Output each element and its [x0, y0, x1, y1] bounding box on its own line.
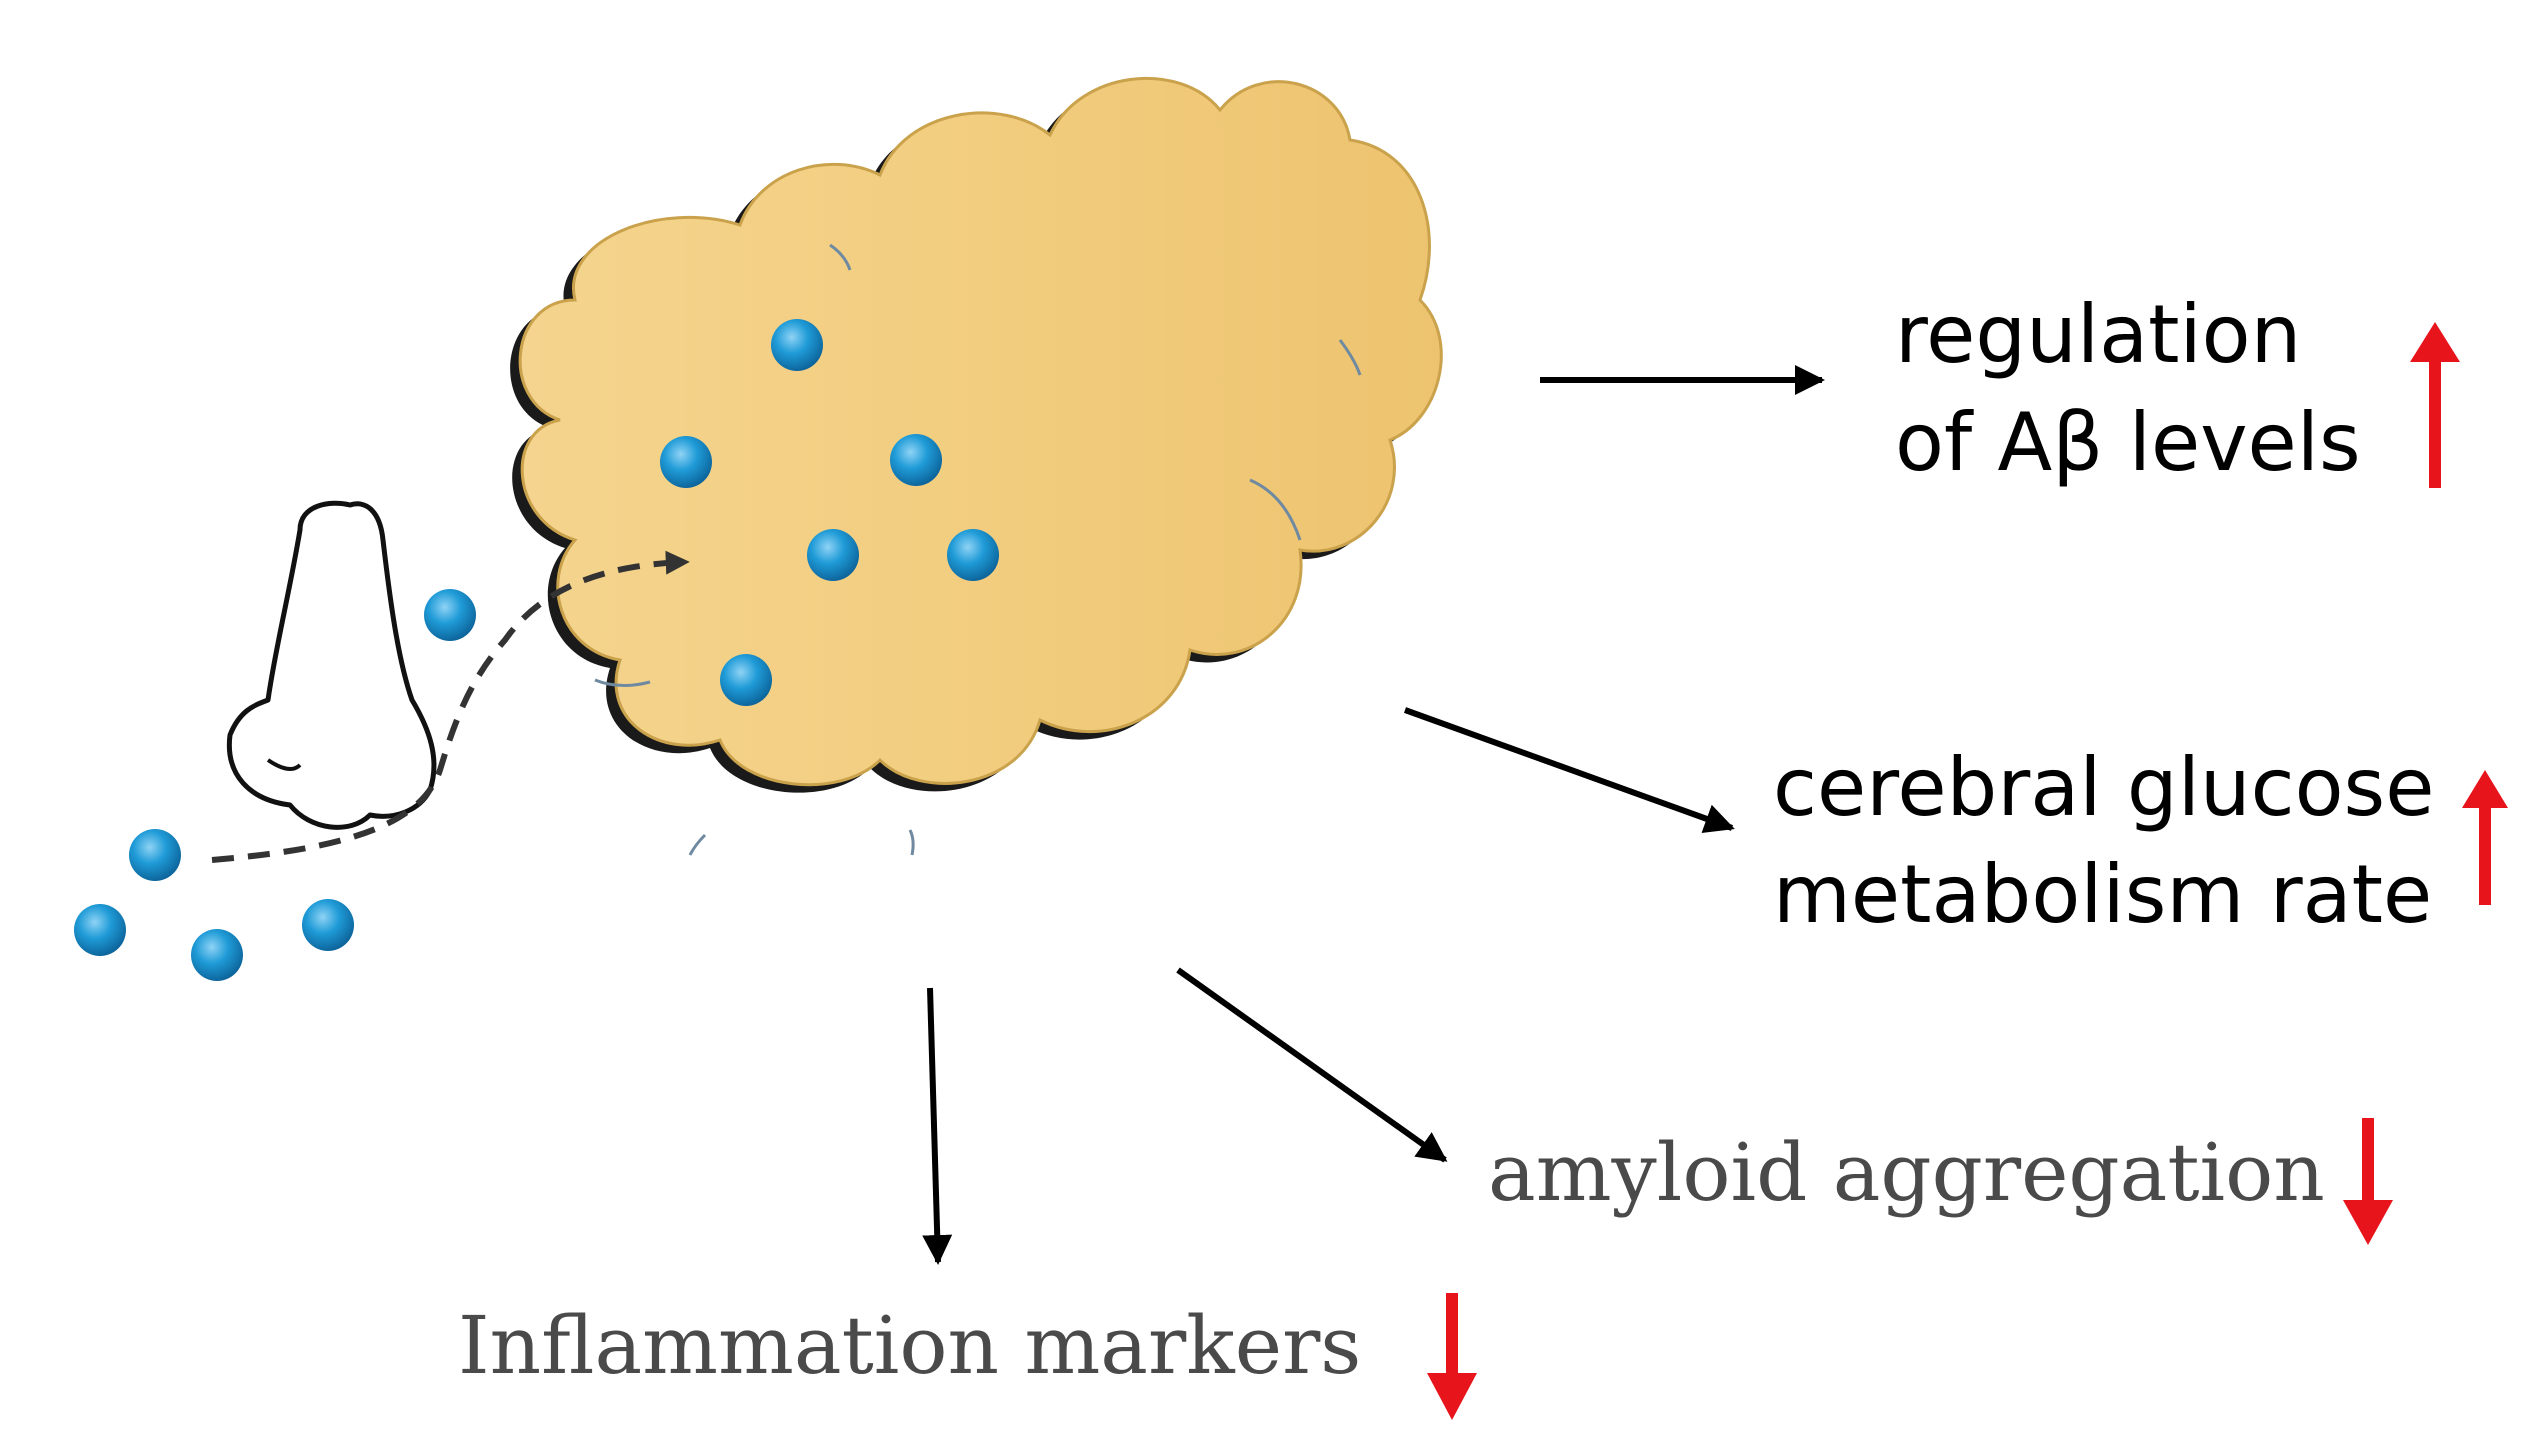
particle-dot — [129, 829, 181, 881]
down-arrow-icon — [1427, 1293, 1477, 1420]
nose-icon — [226, 500, 437, 830]
particle-dot — [771, 319, 823, 371]
label-amyloid: amyloid aggregation — [1488, 1126, 2325, 1219]
label-inflammation: Inflammation markers — [458, 1299, 1361, 1392]
up-arrow-icon — [2410, 322, 2460, 488]
label-glucose-line1: cerebral glucose — [1773, 741, 2434, 834]
label-regulation-line1: regulation — [1895, 288, 2301, 381]
down-arrow-icon — [2343, 1118, 2393, 1245]
nostril-line — [266, 758, 302, 771]
brain-shape — [510, 76, 1443, 856]
particle-dot — [660, 436, 712, 488]
particle-dot — [191, 929, 243, 981]
particle-dot — [947, 529, 999, 581]
particle-dot — [74, 904, 126, 956]
particle-dot — [302, 899, 354, 951]
arrow-to-glucose — [1403, 707, 1735, 833]
label-glucose-line2: metabolism rate — [1773, 848, 2432, 941]
particle-dot — [720, 654, 772, 706]
up-arrow-icon — [2462, 770, 2508, 905]
particle-group-brain — [660, 319, 999, 706]
label-regulation-line2: of Aβ levels — [1895, 396, 2361, 489]
particle-dot — [807, 529, 859, 581]
arrow-to-amyloid — [1176, 967, 1448, 1163]
arrow-to-inflammation — [922, 987, 953, 1265]
particle-dot — [890, 434, 942, 486]
particle-dot — [424, 589, 476, 641]
particle-group-outside — [74, 589, 476, 981]
